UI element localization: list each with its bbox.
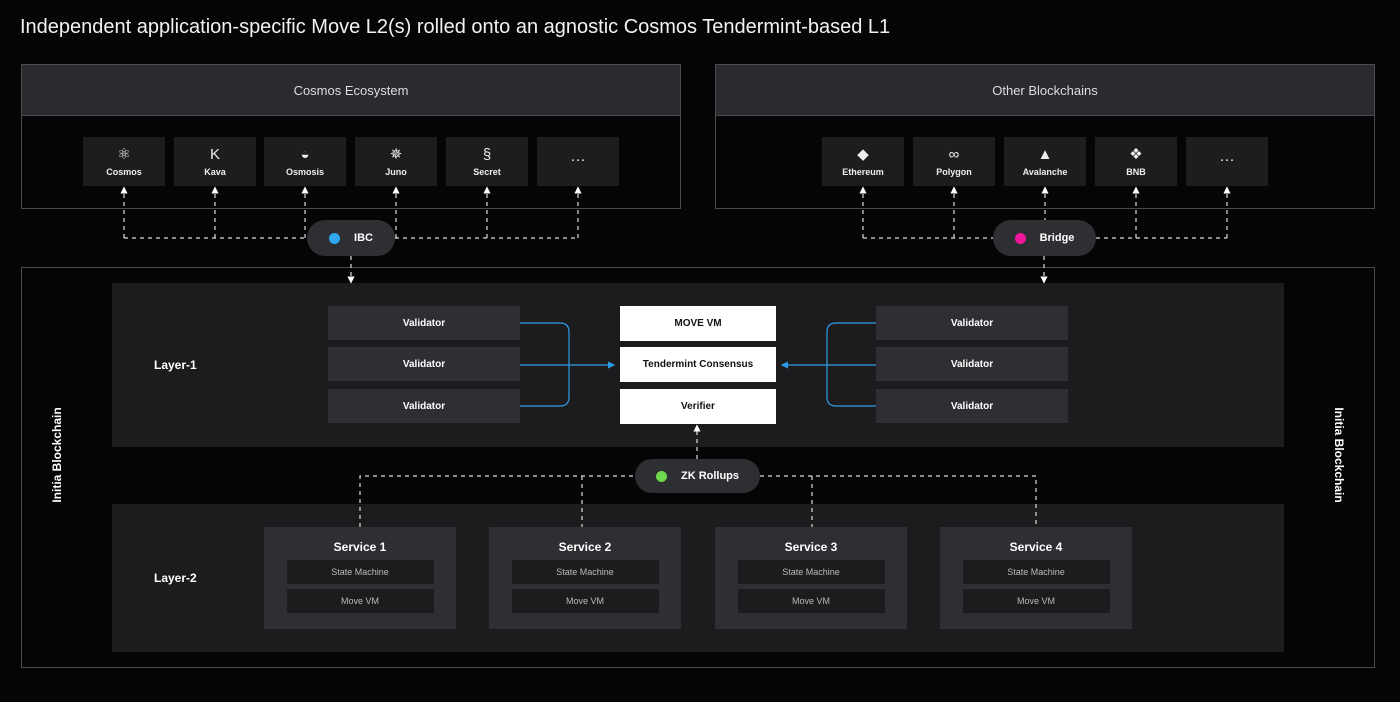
state-machine-box: State Machine	[511, 560, 659, 584]
l1-core-box: MOVE VM	[620, 306, 776, 341]
initia-blockchain-frame	[21, 267, 1375, 668]
cosmos-chain-tile: ···	[537, 137, 619, 186]
ibc-dot	[329, 232, 341, 244]
osmosis-icon: ◒	[300, 146, 310, 163]
state-machine-box: State Machine	[286, 560, 434, 584]
chain-label: Polygon	[936, 167, 972, 177]
chain-label: Avalanche	[1022, 167, 1068, 177]
service-title: Service 2	[558, 540, 612, 554]
validator-arrows	[520, 322, 876, 407]
ibc-label: IBC	[354, 232, 373, 244]
validator-box: Validator	[876, 389, 1068, 423]
bridge-label: Bridge	[1039, 232, 1075, 244]
move-vm-box: Move VM	[962, 589, 1110, 613]
layer-1-label: Layer-1	[154, 358, 197, 372]
chain-label: Secret	[473, 167, 501, 177]
chain-label: Kava	[204, 167, 226, 177]
juno-icon: ✵	[389, 146, 403, 163]
polygon-icon: ∞	[948, 146, 960, 163]
service-title: Service 1	[333, 540, 387, 554]
ellipsis-icon: ···	[1219, 151, 1235, 168]
move-vm-box: Move VM	[737, 589, 885, 613]
move-vm-box: Move VM	[286, 589, 434, 613]
bridge-pill: Bridge	[993, 220, 1096, 256]
move-vm-box: Move VM	[511, 589, 659, 613]
ibc-pill: IBC	[307, 220, 395, 256]
avalanche-icon: ▲	[1037, 146, 1053, 163]
zk-dot	[655, 470, 667, 482]
cosmos-chain-tile: ◒ Osmosis	[264, 137, 346, 186]
other-chain-tile: ···	[1186, 137, 1268, 186]
other-blockchains-header: Other Blockchains	[716, 65, 1374, 116]
diagram-title: Independent application-specific Move L2…	[20, 16, 891, 38]
other-chain-tile: ❖ BNB	[1095, 137, 1177, 186]
validator-box: Validator	[328, 389, 520, 423]
other-blockchains-group: Other Blockchains	[715, 64, 1375, 209]
state-machine-box: State Machine	[962, 560, 1110, 584]
atom-icon: ⚛	[117, 146, 131, 163]
chain-label: Osmosis	[285, 167, 325, 177]
layer-2-label: Layer-2	[154, 571, 197, 585]
other-chain-tile: ∞ Polygon	[913, 137, 995, 186]
bridge-dot	[1014, 232, 1026, 244]
chain-label: Cosmos	[106, 167, 142, 177]
state-machine-box: State Machine	[737, 560, 885, 584]
chain-label: Ethereum	[842, 167, 884, 177]
ethereum-icon: ◆	[857, 146, 869, 163]
validator-box: Validator	[328, 306, 520, 340]
validator-box: Validator	[328, 347, 520, 381]
other-chain-tile: ◆ Ethereum	[822, 137, 904, 186]
other-chain-tile: ▲ Avalanche	[1004, 137, 1086, 186]
cosmos-ecosystem-group: Cosmos Ecosystem	[21, 64, 681, 209]
bnb-icon: ❖	[1129, 146, 1143, 163]
validator-box: Validator	[876, 306, 1068, 340]
cosmos-ecosystem-header: Cosmos Ecosystem	[22, 65, 680, 116]
cosmos-chain-tile: ⚛ Cosmos	[83, 137, 165, 186]
chain-label: BNB	[1126, 167, 1146, 177]
cosmos-chain-tile: § Secret	[446, 137, 528, 186]
zk-rollups-pill: ZK Rollups	[635, 459, 760, 493]
chain-label: Juno	[385, 167, 407, 177]
service-title: Service 4	[1009, 540, 1063, 554]
l1-core-box: Verifier	[620, 389, 776, 424]
l1-core-box: Tendermint Consensus	[620, 347, 776, 382]
kava-k-icon: K	[209, 146, 220, 163]
ellipsis-icon: ···	[570, 151, 586, 168]
cosmos-chain-tile: K Kava	[174, 137, 256, 186]
zk-label: ZK Rollups	[680, 470, 740, 482]
validator-box: Validator	[876, 347, 1068, 381]
service-title: Service 3	[784, 540, 838, 554]
cosmos-chain-tile: ✵ Juno	[355, 137, 437, 186]
secret-s-icon: §	[482, 146, 492, 163]
